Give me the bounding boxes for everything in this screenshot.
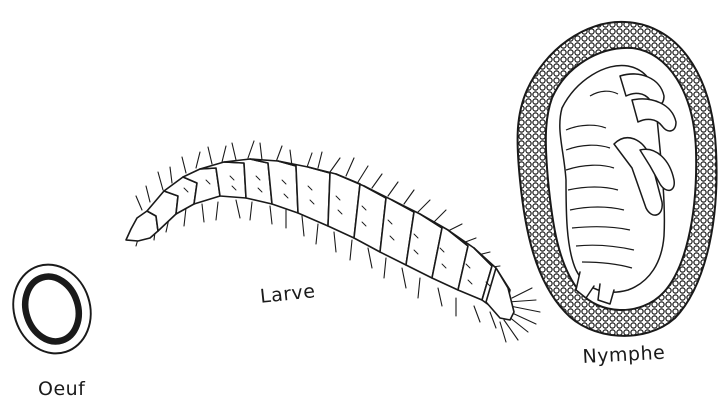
larva-head [126, 211, 158, 241]
egg-illustration [2, 254, 102, 363]
larva-illustration [126, 141, 540, 342]
pupa-illustration [518, 22, 717, 336]
egg-label: Oeuf [38, 378, 85, 400]
pupa-label: Nymphe [582, 342, 666, 368]
